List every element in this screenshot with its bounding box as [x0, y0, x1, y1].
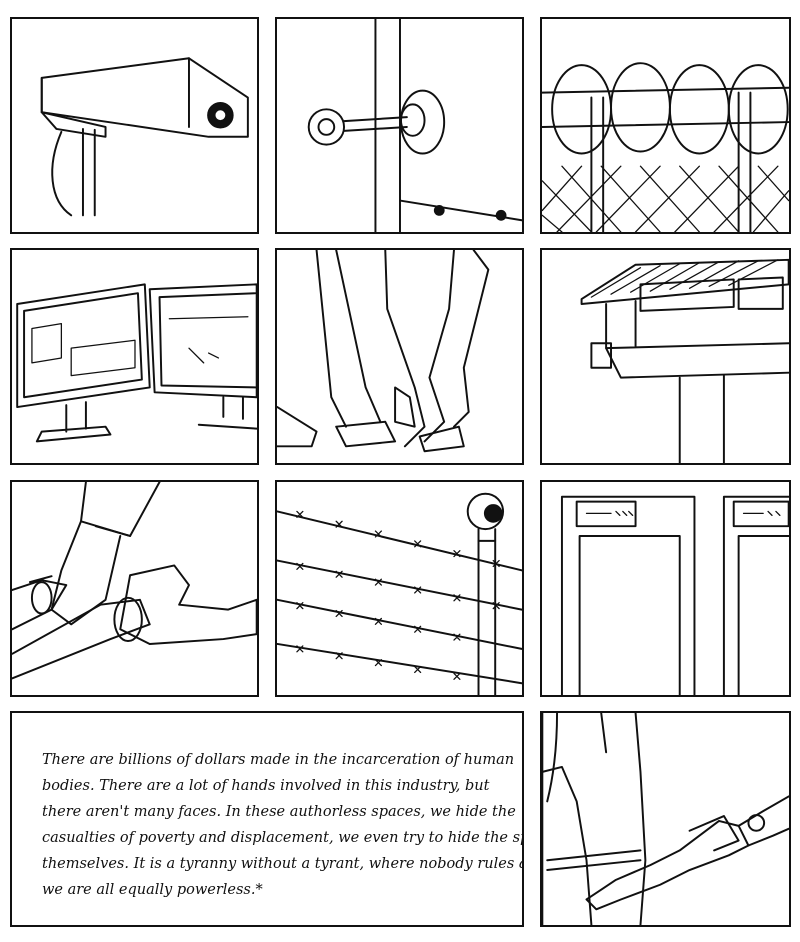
- panel-handcuffs: [10, 480, 259, 697]
- panel-surveillance-camera: [10, 17, 259, 234]
- caption-line: themselves. It is a tyranny without a ty…: [42, 856, 524, 872]
- metal-detector-wand-icon: [542, 713, 789, 925]
- caption-text: There are billions of dollars made in th…: [42, 747, 524, 903]
- caption-line: we are all equally powerless.*: [42, 882, 263, 898]
- caption-line: There are billions of dollars made in th…: [42, 752, 515, 768]
- panel-key-in-door: [275, 17, 524, 234]
- panel-barbed-wire-camera: [275, 480, 524, 697]
- barbed-wire-icon: [277, 492, 522, 695]
- key-icon: [307, 19, 522, 232]
- panel-razor-wire-fence: [540, 17, 791, 234]
- monitor-icon: [16, 283, 257, 443]
- handcuffs-icon: [12, 482, 257, 680]
- razor-wire-icon: [542, 62, 789, 232]
- panel-metal-detectors: [540, 480, 791, 697]
- caption-line: there aren't many faces. In these author…: [42, 804, 516, 820]
- panel-guard-tower: [540, 248, 791, 465]
- panel-officer-search: [275, 248, 524, 465]
- person-icon: [277, 250, 490, 453]
- caption-line: casualties of poverty and displacement, …: [42, 830, 524, 846]
- caption-line: bodies. There are a lot of hands involve…: [42, 778, 490, 794]
- panel-security-monitors: [10, 248, 259, 465]
- panel-wand-search: [540, 711, 791, 927]
- security-camera-icon: [40, 57, 249, 217]
- watchtower-icon: [580, 258, 789, 463]
- panel-text: There are billions of dollars made in th…: [10, 711, 524, 927]
- metal-detector-icon: [560, 495, 789, 695]
